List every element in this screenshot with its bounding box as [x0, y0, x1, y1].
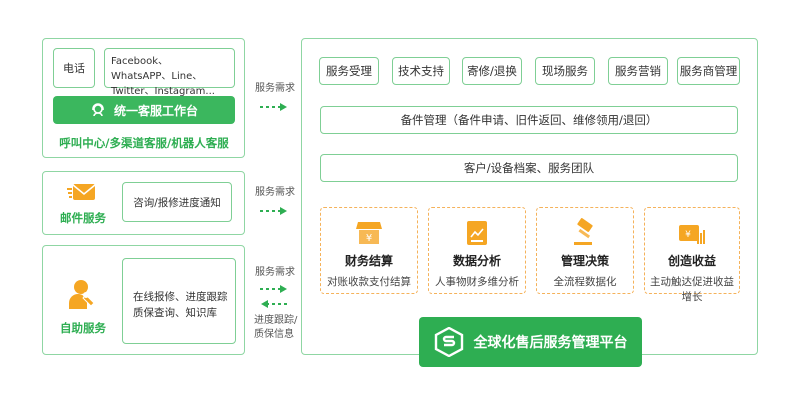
module-data-analysis[interactable]: 数据分析 人事物财多维分析: [428, 207, 526, 294]
spare-parts-label: 备件管理（备件申请、旧件返回、维修领用/退回）: [400, 113, 658, 127]
self-service-caption: 自助服务: [60, 321, 106, 335]
module-title: 管理决策: [560, 254, 609, 268]
repair-return-button[interactable]: 寄修/退换: [462, 57, 522, 85]
self-service-person-icon: [69, 280, 95, 309]
module-finance[interactable]: ¥ 财务结算 对账收款支付结算: [320, 207, 418, 294]
call-center-caption: 呼叫中心/多渠道客服/机器人客服: [59, 136, 229, 150]
analytics-icon: [467, 221, 487, 245]
platform-title: 全球化售后服务管理平台: [473, 335, 628, 351]
flow-3-label-bottom: 进度跟踪/ 质保信息: [254, 314, 297, 342]
arrow-right-icon: [260, 285, 287, 293]
module-desc: 全流程数据化: [553, 276, 617, 288]
module-desc: 主动触达促进收益增长: [650, 276, 734, 303]
mail-content-label: 咨询/报修进度通知: [133, 196, 221, 209]
self-service-line-1: 在线报修、进度跟踪: [133, 291, 228, 303]
mail-icon: [67, 184, 96, 200]
phone-box: 电话: [53, 48, 95, 88]
phone-label: 电话: [63, 62, 85, 75]
spare-parts-bar[interactable]: 备件管理（备件申请、旧件返回、维修领用/退回）: [320, 106, 738, 134]
service-label: 技术支持: [398, 64, 444, 78]
tech-support-button[interactable]: 技术支持: [392, 57, 450, 85]
flow-3-label-bottom-line-2: 质保信息: [254, 329, 294, 340]
platform-panel: [301, 38, 758, 355]
module-title: 数据分析: [452, 254, 501, 268]
module-revenue[interactable]: ¥ 创造收益 主动触达促进收益增长: [644, 207, 740, 303]
field-service-button[interactable]: 现场服务: [535, 57, 595, 85]
unified-workbench-button[interactable]: 统一客服工作台: [53, 96, 235, 124]
service-marketing-button[interactable]: 服务营销: [608, 57, 668, 85]
self-service-panel: 自助服务 在线报修、进度跟踪 质保查询、知识库: [42, 245, 245, 355]
service-label: 服务商管理: [679, 64, 738, 78]
self-service-content-box: 在线报修、进度跟踪 质保查询、知识库: [122, 258, 236, 344]
mail-content-box: 咨询/报修进度通知: [122, 182, 232, 222]
arrow-right-icon: [260, 103, 287, 111]
module-decision[interactable]: 管理决策 全流程数据化: [536, 207, 634, 294]
flow-3-label-top: 服务需求: [255, 267, 295, 278]
flow-2-label: 服务需求: [255, 187, 295, 198]
unified-workbench-label: 统一客服工作台: [113, 103, 198, 118]
svg-text:¥: ¥: [366, 233, 372, 244]
service-accept-button[interactable]: 服务受理: [319, 57, 379, 85]
module-title: 创造收益: [667, 254, 716, 268]
shop-icon: ¥: [356, 222, 382, 244]
module-desc: 对账收款支付结算: [327, 276, 411, 288]
module-desc: 人事物财多维分析: [435, 276, 519, 288]
module-title: 财务结算: [344, 254, 393, 268]
svg-text:¥: ¥: [685, 230, 691, 240]
service-label: 服务受理: [326, 64, 372, 78]
arrow-left-icon: [261, 300, 288, 308]
customer-archive-label: 客户/设备档案、服务团队: [463, 161, 595, 175]
arrow-right-icon: [260, 207, 287, 215]
service-label: 服务营销: [615, 64, 661, 78]
mail-service-caption: 邮件服务: [60, 211, 106, 225]
social-channels-line-1: Facebook、WhatsAPP、Line、: [111, 56, 203, 82]
social-channels-box: Facebook、WhatsAPP、Line、 Twitter、Instagra…: [104, 48, 235, 97]
self-service-line-2: 质保查询、知识库: [133, 307, 217, 319]
platform-title-banner[interactable]: 全球化售后服务管理平台: [419, 317, 642, 367]
provider-management-button[interactable]: 服务商管理: [677, 57, 740, 85]
mail-service-panel: 邮件服务 咨询/报修进度通知: [42, 171, 245, 235]
social-channels-line-2: Twitter、Instagram...: [111, 86, 215, 97]
wallet-icon: ¥: [679, 225, 705, 244]
flow-1-label: 服务需求: [255, 83, 295, 94]
call-center-panel: 电话 Facebook、WhatsAPP、Line、 Twitter、Insta…: [42, 38, 245, 158]
customer-archive-bar[interactable]: 客户/设备档案、服务团队: [320, 154, 738, 182]
service-label: 现场服务: [542, 64, 588, 78]
flow-3-label-bottom-line-1: 进度跟踪/: [254, 315, 298, 326]
platform-logo-icon: [434, 327, 463, 357]
gavel-icon: [574, 218, 593, 245]
service-label: 寄修/退换: [467, 64, 517, 78]
headset-agent-icon: [92, 103, 104, 117]
